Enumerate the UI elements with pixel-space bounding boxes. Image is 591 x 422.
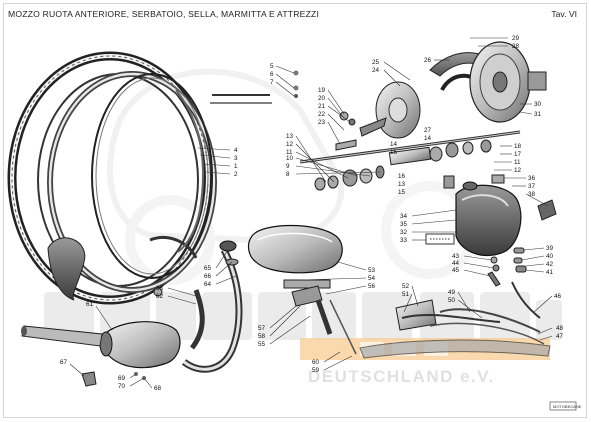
callout-69: 69 xyxy=(118,375,126,382)
plate-number: Tav. VI xyxy=(551,9,577,19)
callout-9: 9 xyxy=(286,163,290,170)
callout-61: 61 xyxy=(86,301,94,308)
callout-40: 40 xyxy=(546,253,554,260)
callout-24: 24 xyxy=(372,67,380,74)
callout-11b: 11 xyxy=(514,159,521,166)
callout-47: 47 xyxy=(556,333,564,340)
fuel-tap-parts xyxy=(487,247,541,319)
callout-51: 51 xyxy=(402,291,410,298)
callout-15b: 15 xyxy=(398,189,406,196)
callout-64: 64 xyxy=(204,281,212,288)
callout-29: 29 xyxy=(512,35,520,42)
callout-52: 52 xyxy=(402,283,410,290)
callout-25: 25 xyxy=(372,59,380,66)
callout-13: 13 xyxy=(286,133,294,140)
callout-3: 3 xyxy=(234,155,238,162)
callout-70: 70 xyxy=(118,383,126,390)
callout-67: 67 xyxy=(60,359,68,366)
callout-14b: 14 xyxy=(424,135,432,142)
callout-65: 65 xyxy=(204,265,212,272)
callout-1: 1 xyxy=(234,163,238,170)
callout-36: 36 xyxy=(528,175,536,182)
callout-12: 12 xyxy=(286,141,294,148)
callout-21: 21 xyxy=(318,103,326,110)
leader-lines xyxy=(69,37,553,389)
callout-27: 27 xyxy=(424,127,432,134)
callout-11: 11 xyxy=(286,149,293,156)
callout-57: 57 xyxy=(258,325,266,332)
callout-23: 23 xyxy=(318,119,326,126)
callout-4: 4 xyxy=(234,147,238,154)
callout-55: 55 xyxy=(258,341,266,348)
saddle-assembly xyxy=(247,224,357,355)
front-hub-assembly xyxy=(299,41,547,191)
callout-56: 56 xyxy=(368,283,376,290)
callout-15a: 15 xyxy=(390,149,398,156)
callout-59: 59 xyxy=(312,367,320,374)
callout-41: 41 xyxy=(546,269,554,276)
callout-43: 43 xyxy=(452,253,460,260)
callout-12b: 12 xyxy=(514,167,522,174)
callout-62: 62 xyxy=(156,293,164,300)
maker-stamp: MOTOBECANE xyxy=(549,401,582,411)
exhaust-assembly xyxy=(21,240,243,387)
watermark-lower-line: DEUTSCHLAND e.V. xyxy=(308,367,495,386)
callout-14a: 14 xyxy=(390,141,398,148)
callout-42: 42 xyxy=(546,261,554,268)
callout-8: 8 xyxy=(286,171,290,178)
callout-10: 10 xyxy=(286,155,294,162)
page-title: MOZZO RUOTA ANTERIORE, SERBATOIO, SELLA,… xyxy=(8,9,320,19)
spoke-nipple-set xyxy=(210,70,299,104)
callout-60: 60 xyxy=(312,359,320,366)
callout-46: 46 xyxy=(554,293,562,300)
callout-32: 32 xyxy=(400,229,408,236)
callout-22: 22 xyxy=(318,111,326,118)
callout-labels: 4 3 1 2 5 6 7 29 28 26 25 24 30 31 19 20… xyxy=(60,35,564,392)
callout-26: 26 xyxy=(424,57,432,64)
callout-45: 45 xyxy=(452,267,460,274)
callout-44: 44 xyxy=(452,260,460,267)
callout-30: 30 xyxy=(534,101,542,108)
stamp-label: MOTOBECANE xyxy=(553,404,582,409)
callout-53: 53 xyxy=(368,267,376,274)
callout-13b: 13 xyxy=(398,181,406,188)
callout-7: 7 xyxy=(270,79,274,86)
callout-31: 31 xyxy=(534,111,542,118)
callout-48: 48 xyxy=(556,325,564,332)
callout-63: 63 xyxy=(156,285,164,292)
callout-50: 50 xyxy=(448,297,456,304)
callout-6: 6 xyxy=(270,71,274,78)
callout-18: 18 xyxy=(514,143,522,150)
callout-19: 19 xyxy=(318,87,326,94)
callout-20: 20 xyxy=(318,95,326,102)
callout-58: 58 xyxy=(258,333,266,340)
wheel-rim-assembly xyxy=(7,51,217,305)
callout-54: 54 xyxy=(368,275,376,282)
callout-5: 5 xyxy=(270,63,274,70)
callout-2: 2 xyxy=(234,171,238,178)
callout-66: 66 xyxy=(204,273,212,280)
fuel-tank-assembly xyxy=(425,174,557,257)
callout-34: 34 xyxy=(400,213,408,220)
callout-38: 38 xyxy=(528,191,536,198)
callout-49: 49 xyxy=(448,289,456,296)
page-frame xyxy=(3,3,587,418)
callout-35: 35 xyxy=(400,221,408,228)
callout-39: 39 xyxy=(546,245,554,252)
callout-37: 37 xyxy=(528,183,536,190)
callout-28: 28 xyxy=(512,43,520,50)
callout-33: 33 xyxy=(400,237,408,244)
callout-16: 16 xyxy=(398,173,406,180)
callout-68: 68 xyxy=(154,385,162,392)
callout-17: 17 xyxy=(514,151,522,158)
